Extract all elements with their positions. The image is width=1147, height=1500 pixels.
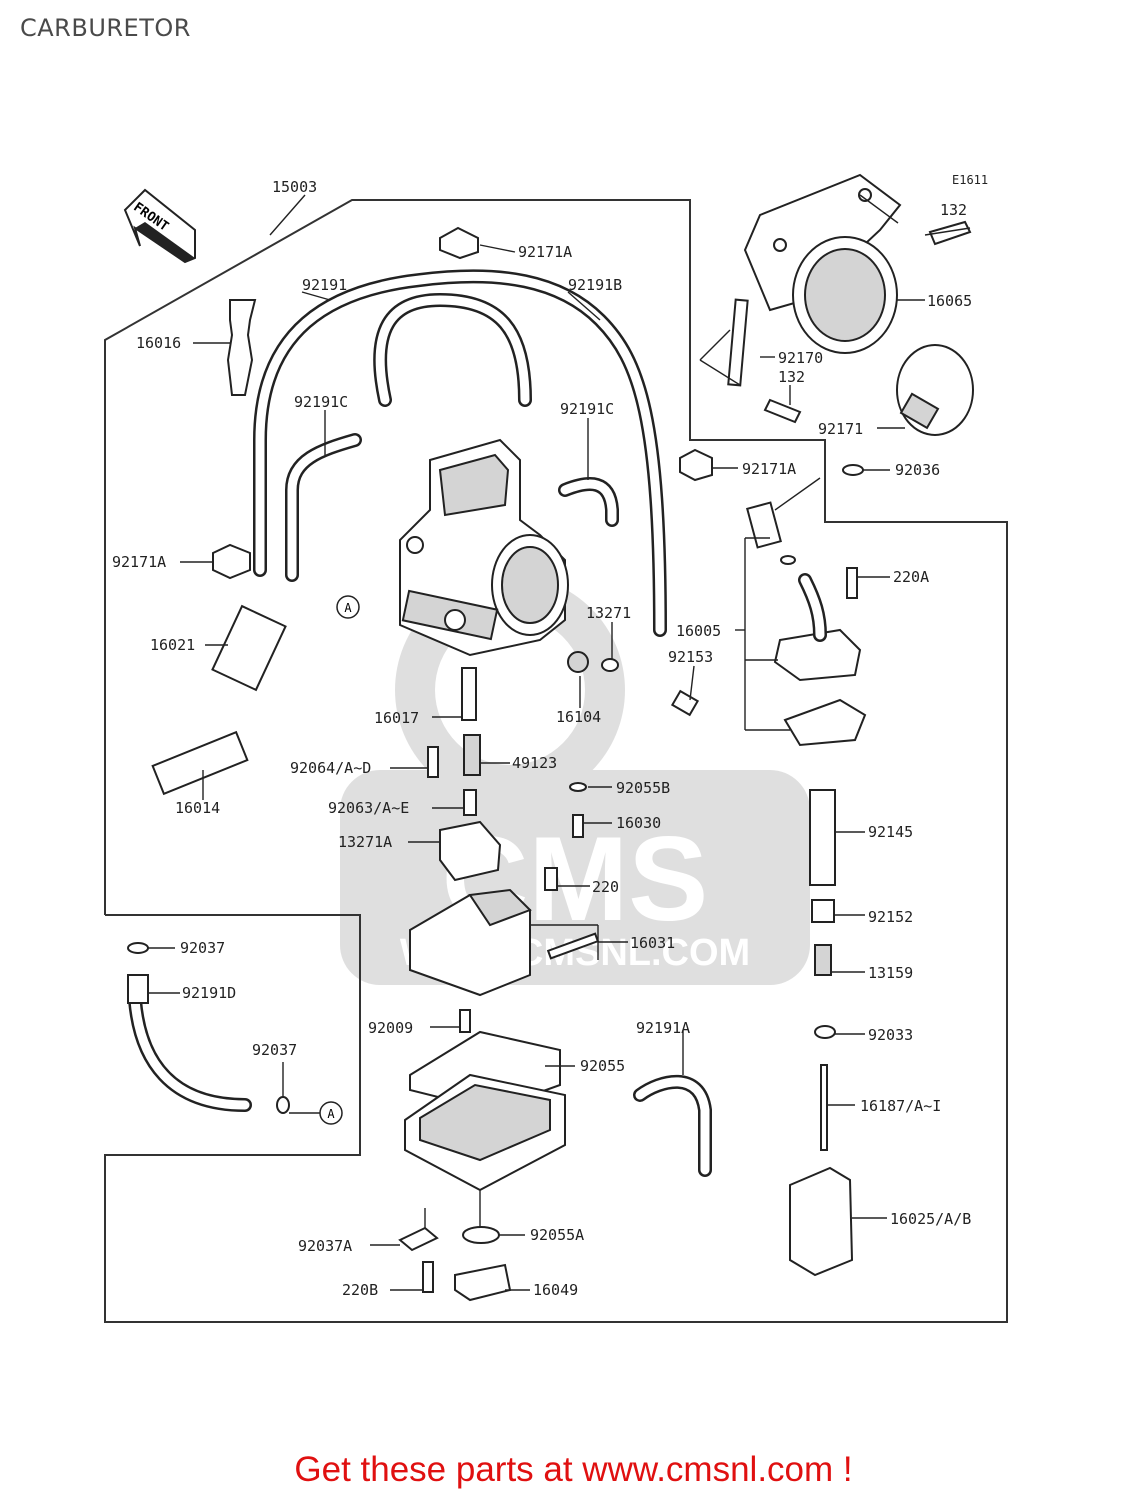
label-132-top: 132: [940, 201, 967, 219]
label-92191b: 92191B: [568, 276, 622, 294]
label-16031: 16031: [630, 934, 675, 952]
label-92037-a: 92037: [180, 939, 225, 957]
carburetor-body: [399, 438, 569, 657]
label-13159: 13159: [868, 964, 913, 982]
label-16016: 16016: [136, 334, 181, 352]
part-labels: 15003 92171A 92191 92191B 16016 92191C 9…: [112, 178, 972, 1299]
label-92152: 92152: [868, 908, 913, 926]
callout-a-bottom: A: [319, 1101, 343, 1125]
label-16187: 16187/A~I: [860, 1097, 941, 1115]
watermark: CMS WWW.CMSNL.COM: [340, 575, 810, 985]
label-92171: 92171: [818, 420, 863, 438]
svg-text:A: A: [344, 601, 352, 615]
diagram-code: E1611: [952, 173, 988, 187]
label-220b: 220B: [342, 1281, 378, 1299]
label-16005: 16005: [676, 622, 721, 640]
label-92145: 92145: [868, 823, 913, 841]
leader-lines: [148, 194, 971, 1291]
label-16014: 16014: [175, 799, 220, 817]
float-bowl: [127, 942, 712, 1302]
label-92191c-left: 92191C: [294, 393, 348, 411]
label-92055: 92055: [580, 1057, 625, 1075]
label-13271a: 13271A: [338, 833, 392, 851]
label-92170: 92170: [778, 349, 823, 367]
label-16104: 16104: [556, 708, 601, 726]
label-92033: 92033: [868, 1026, 913, 1044]
right-column-parts: [746, 464, 867, 1277]
label-92171a-mid: 92171A: [742, 460, 796, 478]
footer-promo-text: Get these parts at www.cmsnl.com !: [294, 1450, 853, 1489]
assembly-frame: [104, 199, 1008, 1323]
label-92037a: 92037A: [298, 1237, 352, 1255]
label-92171a-top: 92171A: [518, 243, 572, 261]
label-92064: 92064/A~D: [290, 759, 371, 777]
label-92055a: 92055A: [530, 1226, 584, 1244]
svg-text:A: A: [327, 1107, 335, 1121]
vent-hoses: [253, 269, 667, 637]
label-92009: 92009: [368, 1019, 413, 1037]
label-92036: 92036: [895, 461, 940, 479]
small-parts-left: [151, 226, 713, 891]
label-92037-b: 92037: [252, 1041, 297, 1059]
label-220: 220: [592, 878, 619, 896]
label-92153: 92153: [668, 648, 713, 666]
label-92055b: 92055B: [616, 779, 670, 797]
front-arrow-icon: FRONT: [123, 188, 196, 264]
label-15003: 15003: [272, 178, 317, 196]
label-49123: 49123: [512, 754, 557, 772]
intake-boot: [727, 173, 974, 436]
callout-a-top: A: [336, 595, 360, 619]
label-16049: 16049: [533, 1281, 578, 1299]
label-16017: 16017: [374, 709, 419, 727]
label-16065: 16065: [927, 292, 972, 310]
label-92191a: 92191A: [636, 1019, 690, 1037]
label-16025: 16025/A/B: [890, 1210, 971, 1228]
label-92171a-left: 92171A: [112, 553, 166, 571]
label-132-mid: 132: [778, 368, 805, 386]
label-92191c-right: 92191C: [560, 400, 614, 418]
label-92191: 92191: [302, 276, 347, 294]
label-92063: 92063/A~E: [328, 799, 409, 817]
label-220a: 220A: [893, 568, 929, 586]
throttle-valve: [409, 888, 600, 997]
label-13271: 13271: [586, 604, 631, 622]
label-16030: 16030: [616, 814, 661, 832]
label-92191d: 92191D: [182, 984, 236, 1002]
page-title: CARBURETOR: [20, 14, 191, 42]
label-16021: 16021: [150, 636, 195, 654]
